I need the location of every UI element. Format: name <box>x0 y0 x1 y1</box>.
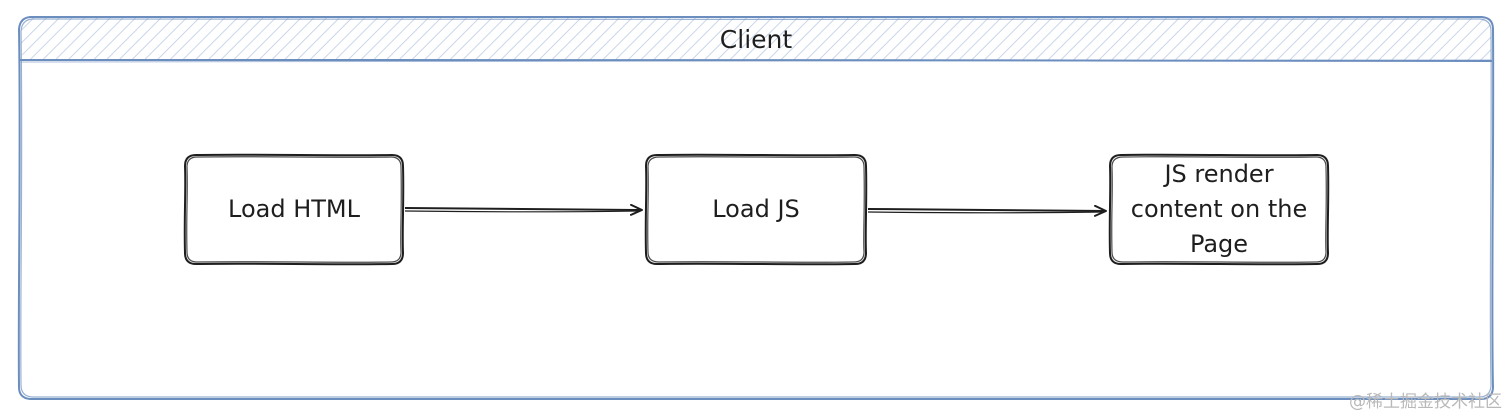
frame-border <box>17 15 1495 401</box>
arrow-html-to-js[interactable] <box>404 203 643 216</box>
watermark: @稀土掘金技术社区 <box>1349 392 1502 412</box>
frame-header-divider-sketch <box>20 59 1492 63</box>
node-load-js[interactable] <box>644 153 868 266</box>
node-label-js-render: JS render content on the Page <box>1130 160 1308 258</box>
frame-title: Client <box>719 24 793 54</box>
node-label-load-js: Load JS <box>712 194 800 223</box>
frame-header-hatch <box>21 18 1491 60</box>
frame-border-sketch <box>20 18 1492 399</box>
client-frame[interactable] <box>17 15 1495 401</box>
arrow-js-to-render[interactable] <box>867 204 1107 217</box>
node-label-load-html: Load HTML <box>228 194 360 223</box>
node-load-html[interactable] <box>183 153 405 266</box>
node-js-render[interactable] <box>1108 153 1330 266</box>
